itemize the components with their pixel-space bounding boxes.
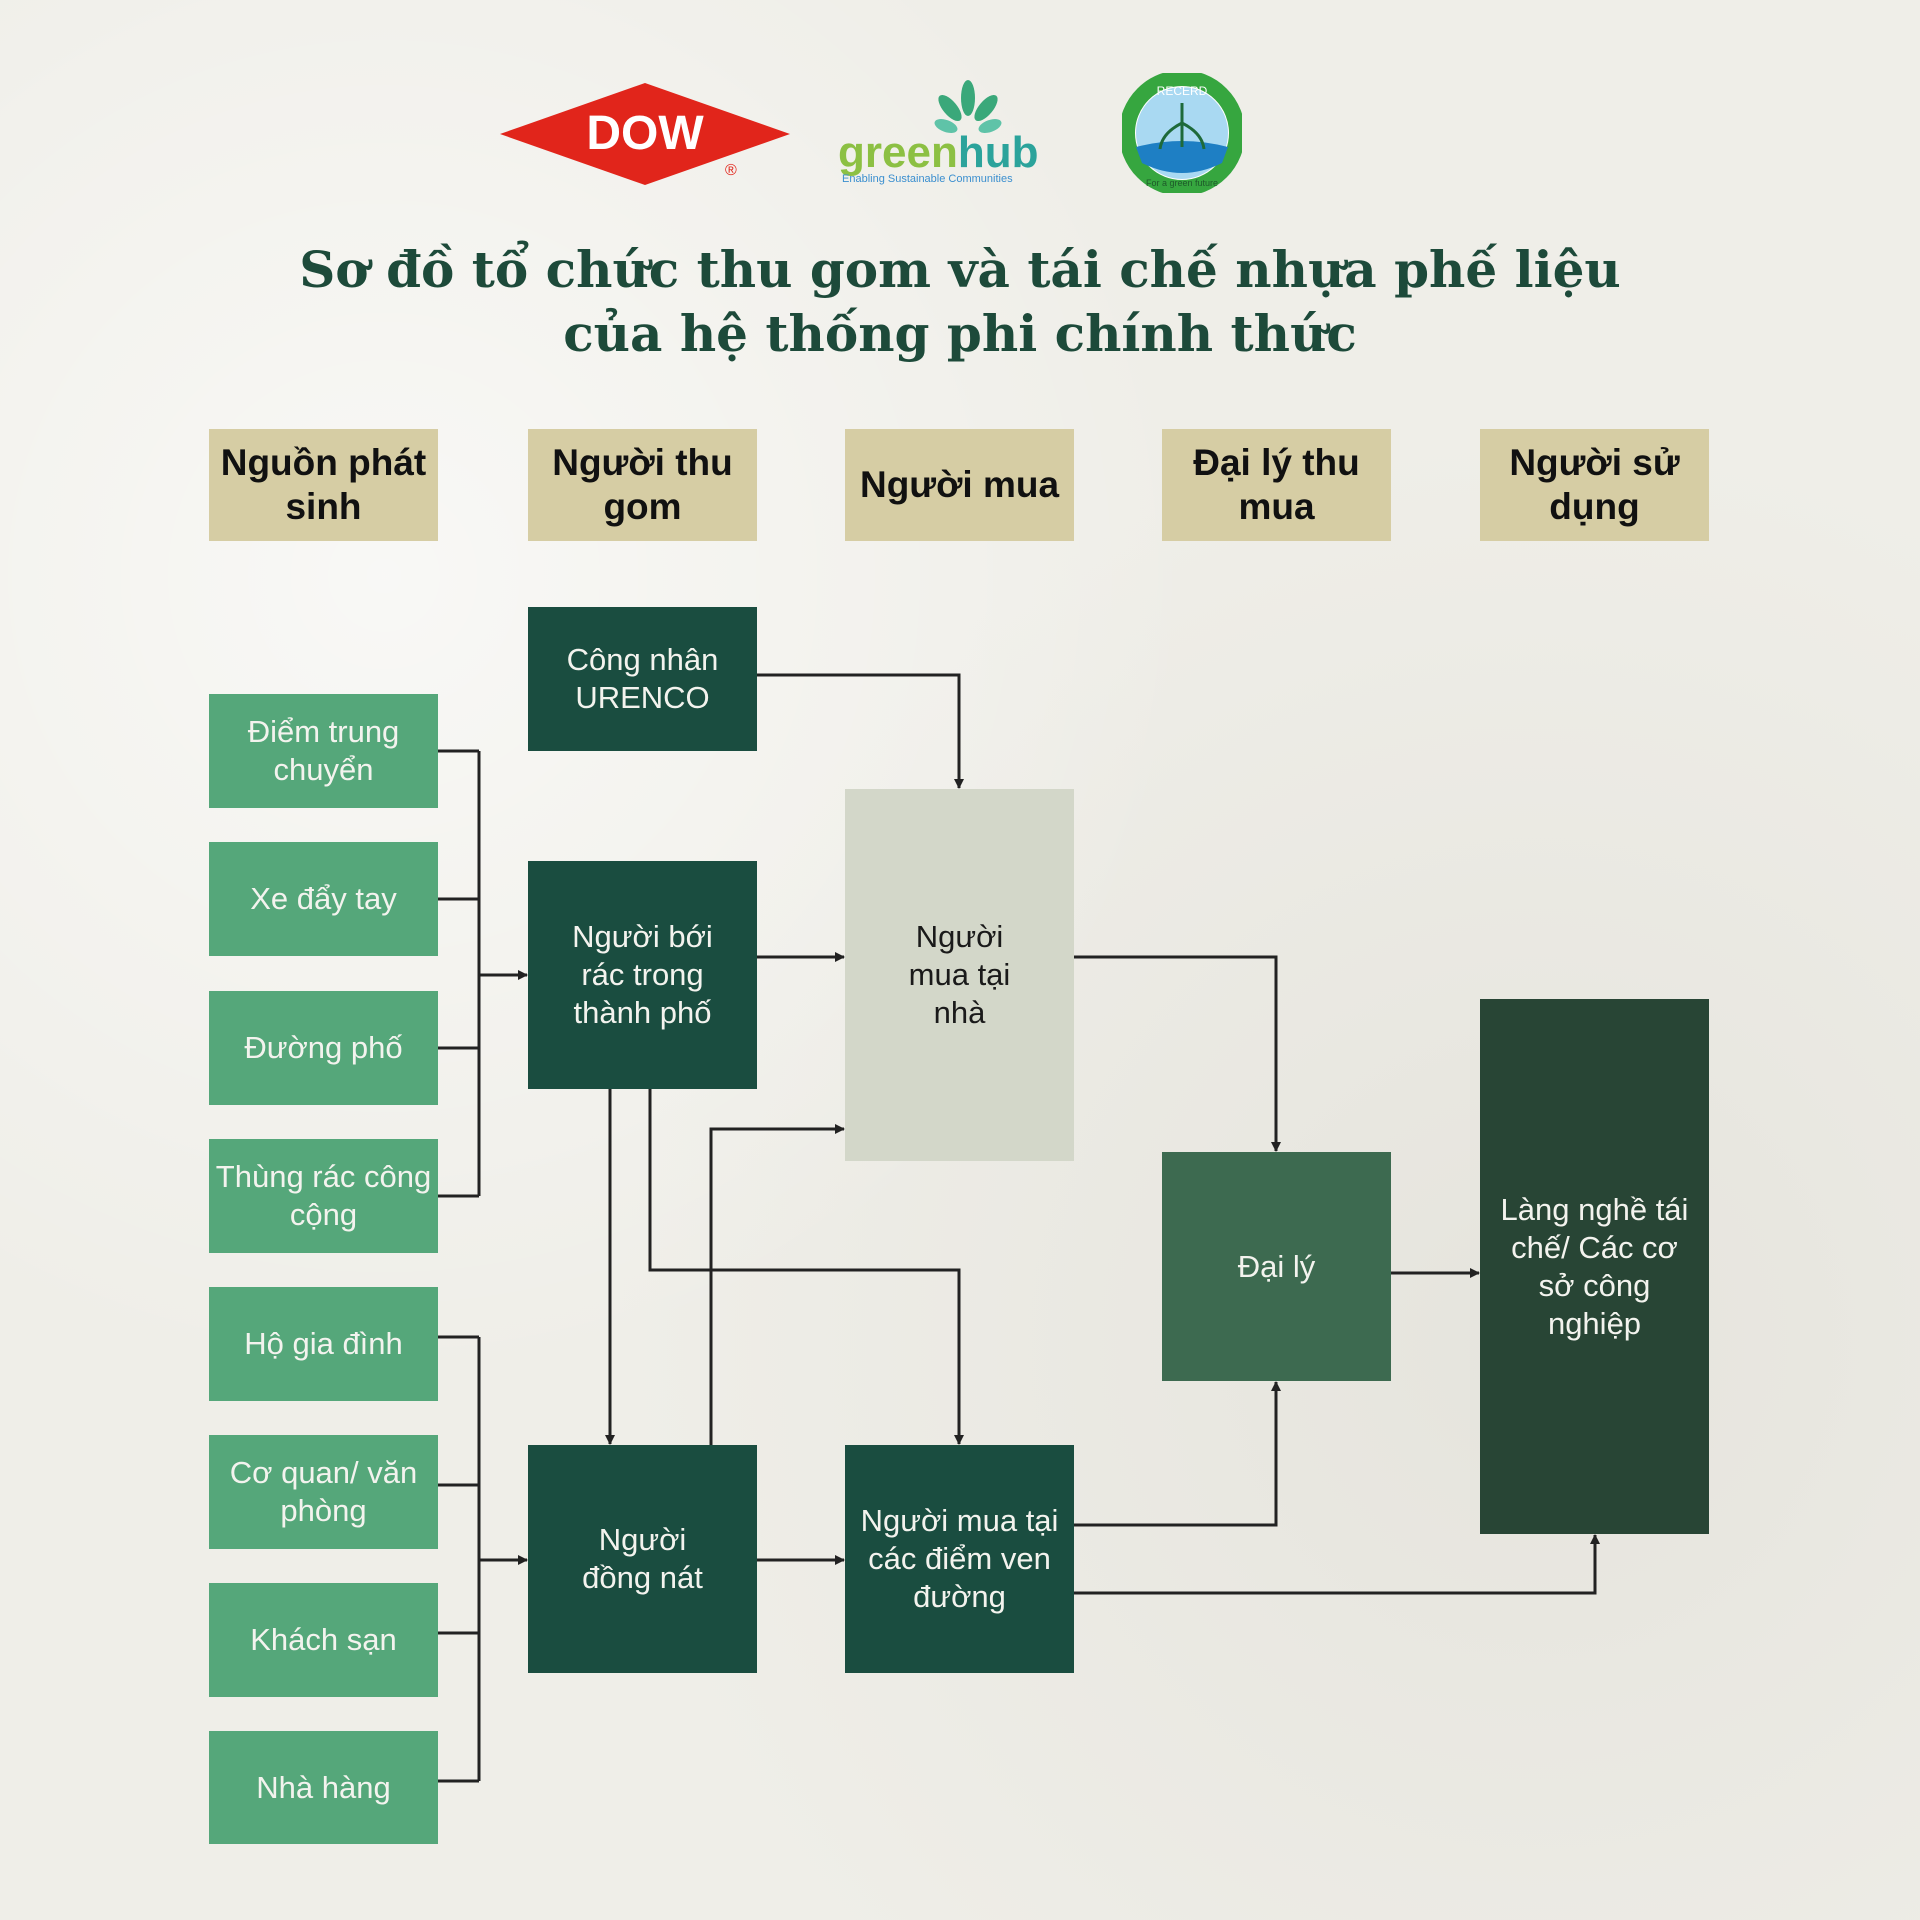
dow-logo-text: DOW: [586, 107, 704, 160]
connector-home-agent: [1074, 955, 1281, 1152]
scavenger-node: Người bới rác trong thành phố: [528, 861, 757, 1089]
connector-sources-top: [438, 749, 527, 1198]
greenhub-logo: greenhub Enabling Sustainable Communitie…: [838, 76, 1048, 194]
recerd-top-text: RECERD: [1157, 84, 1208, 98]
header-agent: Đại lý thu mua: [1162, 429, 1391, 541]
dow-logo: DOW ®: [500, 83, 790, 185]
connector-roadside-users: [1074, 1534, 1600, 1595]
dow-registered-mark: ®: [725, 162, 737, 179]
home-buyer-node: Người mua tại nhà: [845, 789, 1074, 1161]
title-line-1: Sơ đồ tổ chức thu gom và tái chế nhựa ph…: [299, 240, 1621, 299]
connector-roadside-agent: [1074, 1381, 1281, 1527]
source-household: Hộ gia đình: [209, 1287, 438, 1401]
junk-buyer-node: Người đồng nát: [528, 1445, 757, 1673]
connector-junk-home: [709, 1124, 845, 1445]
title-line-2: của hệ thống phi chính thức: [563, 304, 1357, 363]
greenhub-hub-text: hub: [957, 128, 1039, 177]
greenhub-green-text: green: [838, 128, 958, 177]
recerd-logo: RECERD For a green future: [1119, 70, 1245, 196]
source-hotel: Khách sạn: [209, 1583, 438, 1697]
urenco-worker-node: Công nhân URENCO: [528, 607, 757, 751]
header-user: Người sử dụng: [1480, 429, 1709, 541]
source-office: Cơ quan/ văn phòng: [209, 1435, 438, 1549]
greenhub-leaves-icon: [934, 80, 1002, 133]
greenhub-tagline: Enabling Sustainable Communities: [842, 173, 1013, 185]
source-street: Đường phố: [209, 991, 438, 1105]
connector-urenco-home: [757, 673, 964, 789]
source-public-bin: Thùng rác công cộng: [209, 1139, 438, 1253]
connector-scavenger-roadside: [648, 1089, 964, 1445]
connector-sources-bottom: [438, 1335, 527, 1783]
page-title: Sơ đồ tổ chức thu gom và tái chế nhựa ph…: [0, 238, 1920, 366]
source-restaurant: Nhà hàng: [209, 1731, 438, 1844]
header-source: Nguồn phát sinh: [209, 429, 438, 541]
header-collector: Người thu gom: [528, 429, 757, 541]
source-handcart: Xe đẩy tay: [209, 842, 438, 956]
header-buyer: Người mua: [845, 429, 1074, 541]
agent-node: Đại lý: [1162, 1152, 1391, 1381]
roadside-buyer-node: Người mua tại các điểm ven đường: [845, 1445, 1074, 1673]
recerd-bottom-text: For a green future: [1146, 178, 1218, 188]
source-transfer-point: Điểm trung chuyển: [209, 694, 438, 808]
users-node: Làng nghề tái chế/ Các cơ sở công nghiệp: [1480, 999, 1709, 1534]
